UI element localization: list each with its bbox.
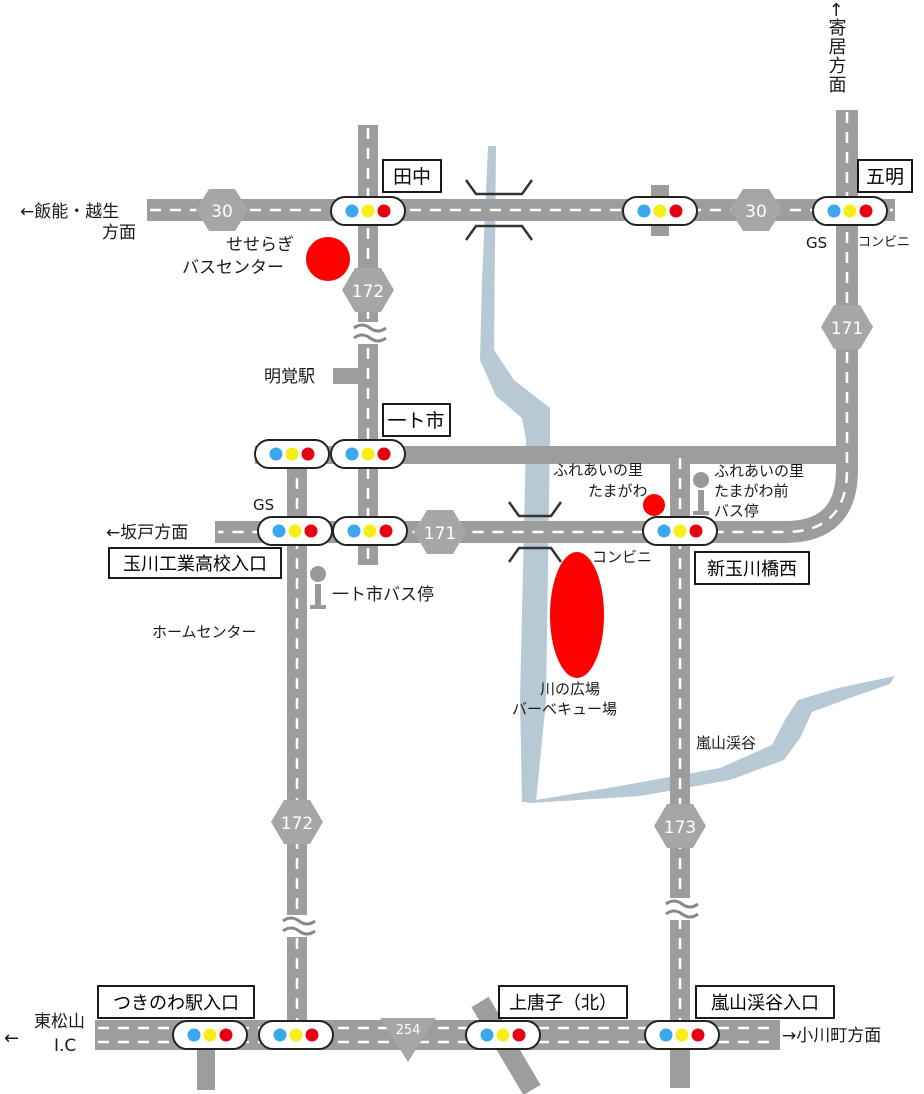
direction-label-sakado: ←坂戸方面 bbox=[106, 523, 188, 543]
svg-text:新玉川橋西: 新玉川橋西 bbox=[707, 559, 797, 580]
svg-text:172: 172 bbox=[352, 282, 384, 302]
route-shield-172-north: 172 bbox=[342, 268, 394, 312]
place-label-bbq: バーベキュー場 bbox=[512, 700, 617, 718]
svg-text:五明: 五明 bbox=[866, 166, 904, 188]
traffic-signal-icon-shin-tamagawa bbox=[642, 516, 718, 546]
traffic-signal-icon-route172-254 bbox=[258, 1020, 334, 1050]
river-branch bbox=[524, 676, 895, 803]
svg-text:30: 30 bbox=[745, 202, 767, 222]
svg-text:172: 172 bbox=[281, 814, 313, 834]
svg-text:171: 171 bbox=[424, 524, 456, 544]
bus-stop-icon-ichitoichi bbox=[310, 566, 326, 609]
intersection-labels: 田中 五明 一ト市 玉川工業高校入口 新玉川橋西 つきのわ駅入口 上唐子（北） bbox=[97, 159, 913, 1019]
traffic-signal-icon-tanaka bbox=[330, 196, 406, 226]
direction-label-higashimatsuyama-ic: I.C bbox=[54, 1036, 76, 1056]
road-break-172-north bbox=[352, 322, 387, 344]
traffic-signal-icon-tsukinowa bbox=[172, 1020, 248, 1050]
svg-text:254: 254 bbox=[396, 1023, 421, 1038]
intersection-label-tamagawa-koko: 玉川工業高校入口 bbox=[108, 547, 282, 579]
traffic-signal-icon-tamagawa-koko bbox=[257, 516, 333, 546]
roads bbox=[95, 110, 895, 1094]
traffic-signals bbox=[172, 196, 888, 1050]
direction-arrow-higashimatsuyama: ← bbox=[4, 1028, 19, 1049]
svg-text:171: 171 bbox=[831, 319, 863, 339]
bridge-route-171 bbox=[507, 501, 563, 563]
intersection-label-ichitoichi: 一ト市 bbox=[382, 403, 451, 437]
fureai-tamagawa-marker bbox=[643, 494, 665, 516]
road-break-172-south bbox=[281, 915, 316, 937]
bridges bbox=[464, 179, 563, 563]
intersection-label-gomyo: 五明 bbox=[857, 159, 913, 193]
svg-text:玉川工業高校入口: 玉川工業高校入口 bbox=[123, 554, 267, 575]
place-label-konbini-center: コンビニ bbox=[592, 548, 652, 566]
traffic-signal-icon-ichitoichi-west bbox=[254, 439, 330, 469]
place-label-ichitoichi-bus: 一ト市バス停 bbox=[332, 585, 434, 605]
road-break-173 bbox=[664, 898, 699, 920]
svg-text:上唐子（北）: 上唐子（北） bbox=[509, 993, 617, 1014]
river bbox=[480, 146, 895, 803]
place-label-gs-west: GS bbox=[253, 496, 274, 514]
place-label-fureai-bus-3: バス停 bbox=[714, 502, 759, 520]
river-main bbox=[480, 146, 550, 802]
direction-label-hanno-ogose: ←飯能・越生 bbox=[20, 202, 119, 222]
direction-label-yorii: ←寄居方面 bbox=[826, 2, 847, 94]
route-shield-30-east: 30 bbox=[730, 189, 782, 231]
route-shields: 30 30 172 171 171 172 173 254 bbox=[196, 189, 873, 1062]
svg-text:田中: 田中 bbox=[393, 166, 431, 188]
seseragi-bus-center-marker bbox=[306, 237, 350, 281]
place-label-fureai-bus-2: たまがわ前 bbox=[714, 482, 789, 500]
place-label-ranzan: 嵐山渓谷 bbox=[696, 734, 756, 752]
route-shield-173: 173 bbox=[654, 804, 706, 848]
traffic-signal-icon-route171-mid bbox=[332, 516, 408, 546]
svg-text:嵐山渓谷入口: 嵐山渓谷入口 bbox=[711, 993, 819, 1014]
direction-label-ogawamachi: →小川町方面 bbox=[782, 1026, 881, 1046]
traffic-signal-icon-gomyo bbox=[812, 196, 888, 226]
route-shield-171-north: 171 bbox=[821, 305, 873, 349]
bus-stop-icon-fureai bbox=[693, 472, 709, 515]
svg-text:30: 30 bbox=[211, 202, 233, 222]
intersection-label-shin-tamagawa: 新玉川橋西 bbox=[694, 551, 810, 585]
traffic-signal-icon-kamikarako bbox=[465, 1020, 541, 1050]
bridge-route-30 bbox=[464, 179, 534, 241]
place-label-seseragi: せせらぎ bbox=[226, 235, 294, 255]
intersection-label-ranzan-keikoku: 嵐山渓谷入口 bbox=[695, 985, 835, 1019]
road-breaks bbox=[281, 322, 699, 937]
place-label-fureai: ふれあいの里 bbox=[553, 461, 643, 479]
place-label-konbini-north: コンビニ bbox=[858, 235, 910, 250]
route-shield-30-west: 30 bbox=[196, 189, 248, 231]
place-label-fureai-bus-1: ふれあいの里 bbox=[714, 462, 804, 480]
route-shield-172-south: 172 bbox=[271, 800, 323, 844]
place-label-home-center: ホームセンター bbox=[152, 623, 257, 641]
svg-text:一ト市: 一ト市 bbox=[387, 410, 444, 432]
direction-label-hanno-ogose-suffix: 方面 bbox=[102, 223, 136, 243]
route-shield-171-west: 171 bbox=[414, 510, 466, 554]
intersection-label-tsukinowa: つきのわ駅入口 bbox=[97, 985, 255, 1019]
place-label-kawa-hiroba: 川の広場 bbox=[540, 680, 600, 698]
traffic-signal-icon-ranzan-keikoku bbox=[644, 1020, 720, 1050]
intersection-label-tanaka: 田中 bbox=[382, 159, 442, 193]
place-label-gs-north: GS bbox=[806, 234, 827, 252]
kawa-hiroba-marker bbox=[550, 552, 604, 678]
svg-text:つきのわ駅入口: つきのわ駅入口 bbox=[113, 993, 239, 1014]
place-label-myokaku: 明覚駅 bbox=[264, 367, 315, 387]
traffic-signal-icon-route30-mid bbox=[622, 196, 698, 226]
traffic-signal-icon-ichitoichi-east bbox=[330, 439, 406, 469]
place-label-seseragi-bus: バスセンター bbox=[182, 258, 284, 278]
place-label-fureai-tamagawa: たまがわ bbox=[588, 482, 648, 500]
intersection-label-kamikarako: 上唐子（北） bbox=[498, 985, 628, 1019]
direction-label-higashimatsuyama: 東松山 bbox=[34, 1012, 85, 1032]
route-shield-254: 254 bbox=[380, 1018, 436, 1062]
svg-text:173: 173 bbox=[664, 818, 696, 838]
